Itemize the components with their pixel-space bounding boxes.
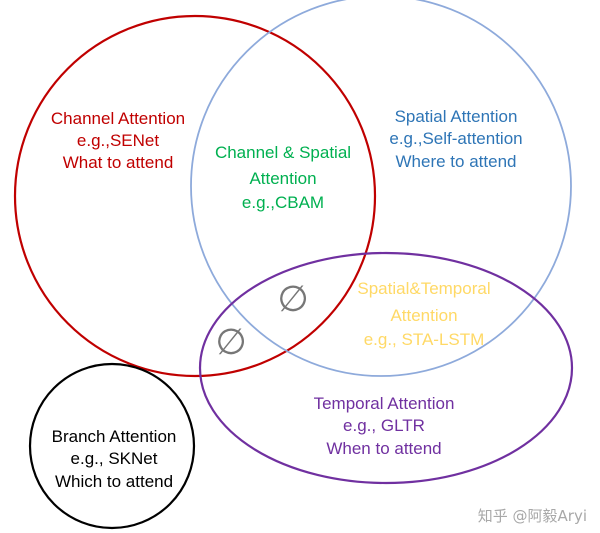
empty-set-symbol-lower: ∅ (215, 322, 246, 363)
branch-attention-title: Branch Attention (52, 427, 177, 446)
spatial-temporal-example: e.g., STA-LSTM (364, 330, 485, 349)
temporal-attention-example: e.g., GLTR (343, 416, 425, 435)
empty-set-symbol-upper: ∅ (277, 279, 308, 320)
spatial-attention-label: Spatial Attention e.g.,Self-attention Wh… (389, 107, 522, 171)
watermark-text: 知乎 @阿毅Aryi (478, 507, 587, 525)
channel-spatial-title: Channel & Spatial (215, 143, 351, 162)
temporal-attention-ellipse (198, 251, 574, 485)
temporal-attention-question: When to attend (326, 439, 441, 458)
channel-attention-question: What to attend (63, 153, 174, 172)
temporal-attention-title: Temporal Attention (314, 394, 455, 413)
spatial-temporal-subtitle: Attention (390, 306, 457, 325)
branch-attention-example: e.g., SKNet (71, 449, 158, 468)
spatial-temporal-label: Spatial&Temporal Attention e.g., STA-LST… (357, 279, 490, 349)
channel-spatial-label: Channel & Spatial Attention e.g.,CBAM (215, 143, 351, 212)
channel-attention-example: e.g.,SENet (77, 131, 159, 150)
spatial-temporal-title: Spatial&Temporal (357, 279, 490, 298)
spatial-attention-circle (190, 0, 572, 377)
channel-attention-title: Channel Attention (51, 109, 185, 128)
spatial-attention-example: e.g.,Self-attention (389, 129, 522, 148)
branch-attention-question: Which to attend (55, 472, 173, 491)
channel-attention-label: Channel Attention e.g.,SENet What to att… (51, 109, 185, 172)
branch-attention-circle (28, 362, 196, 530)
channel-spatial-example: e.g.,CBAM (242, 193, 324, 212)
spatial-attention-question: Where to attend (396, 152, 517, 171)
spatial-attention-title: Spatial Attention (395, 107, 518, 126)
channel-attention-circle (13, 14, 377, 378)
temporal-attention-label: Temporal Attention e.g., GLTR When to at… (314, 394, 455, 458)
branch-attention-label: Branch Attention e.g., SKNet Which to at… (52, 427, 177, 491)
channel-spatial-subtitle: Attention (249, 169, 316, 188)
